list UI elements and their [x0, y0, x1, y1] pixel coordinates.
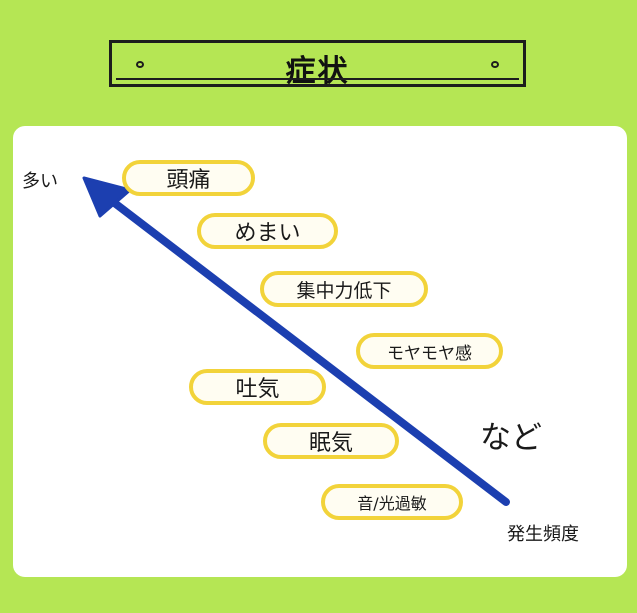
left-pin-icon [136, 61, 144, 68]
right-pin-icon [491, 61, 499, 68]
symptom-pill: 頭痛 [122, 160, 255, 196]
title-banner: 症状 [109, 40, 526, 89]
symptom-pill: 眠気 [263, 423, 399, 459]
axis-top-label: 多い [22, 171, 58, 192]
symptom-pill: めまい [197, 213, 338, 249]
symptom-pill: 音/光過敏 [321, 484, 463, 520]
symptom-pill: 吐気 [189, 369, 326, 405]
symptom-pill: モヤモヤ感 [356, 333, 503, 369]
etc-label: など [480, 420, 542, 456]
title-underline [116, 78, 519, 80]
axis-bottom-label: 発生頻度 [507, 524, 579, 545]
symptom-pill: 集中力低下 [260, 271, 428, 307]
page-title: 症状 [285, 54, 350, 89]
